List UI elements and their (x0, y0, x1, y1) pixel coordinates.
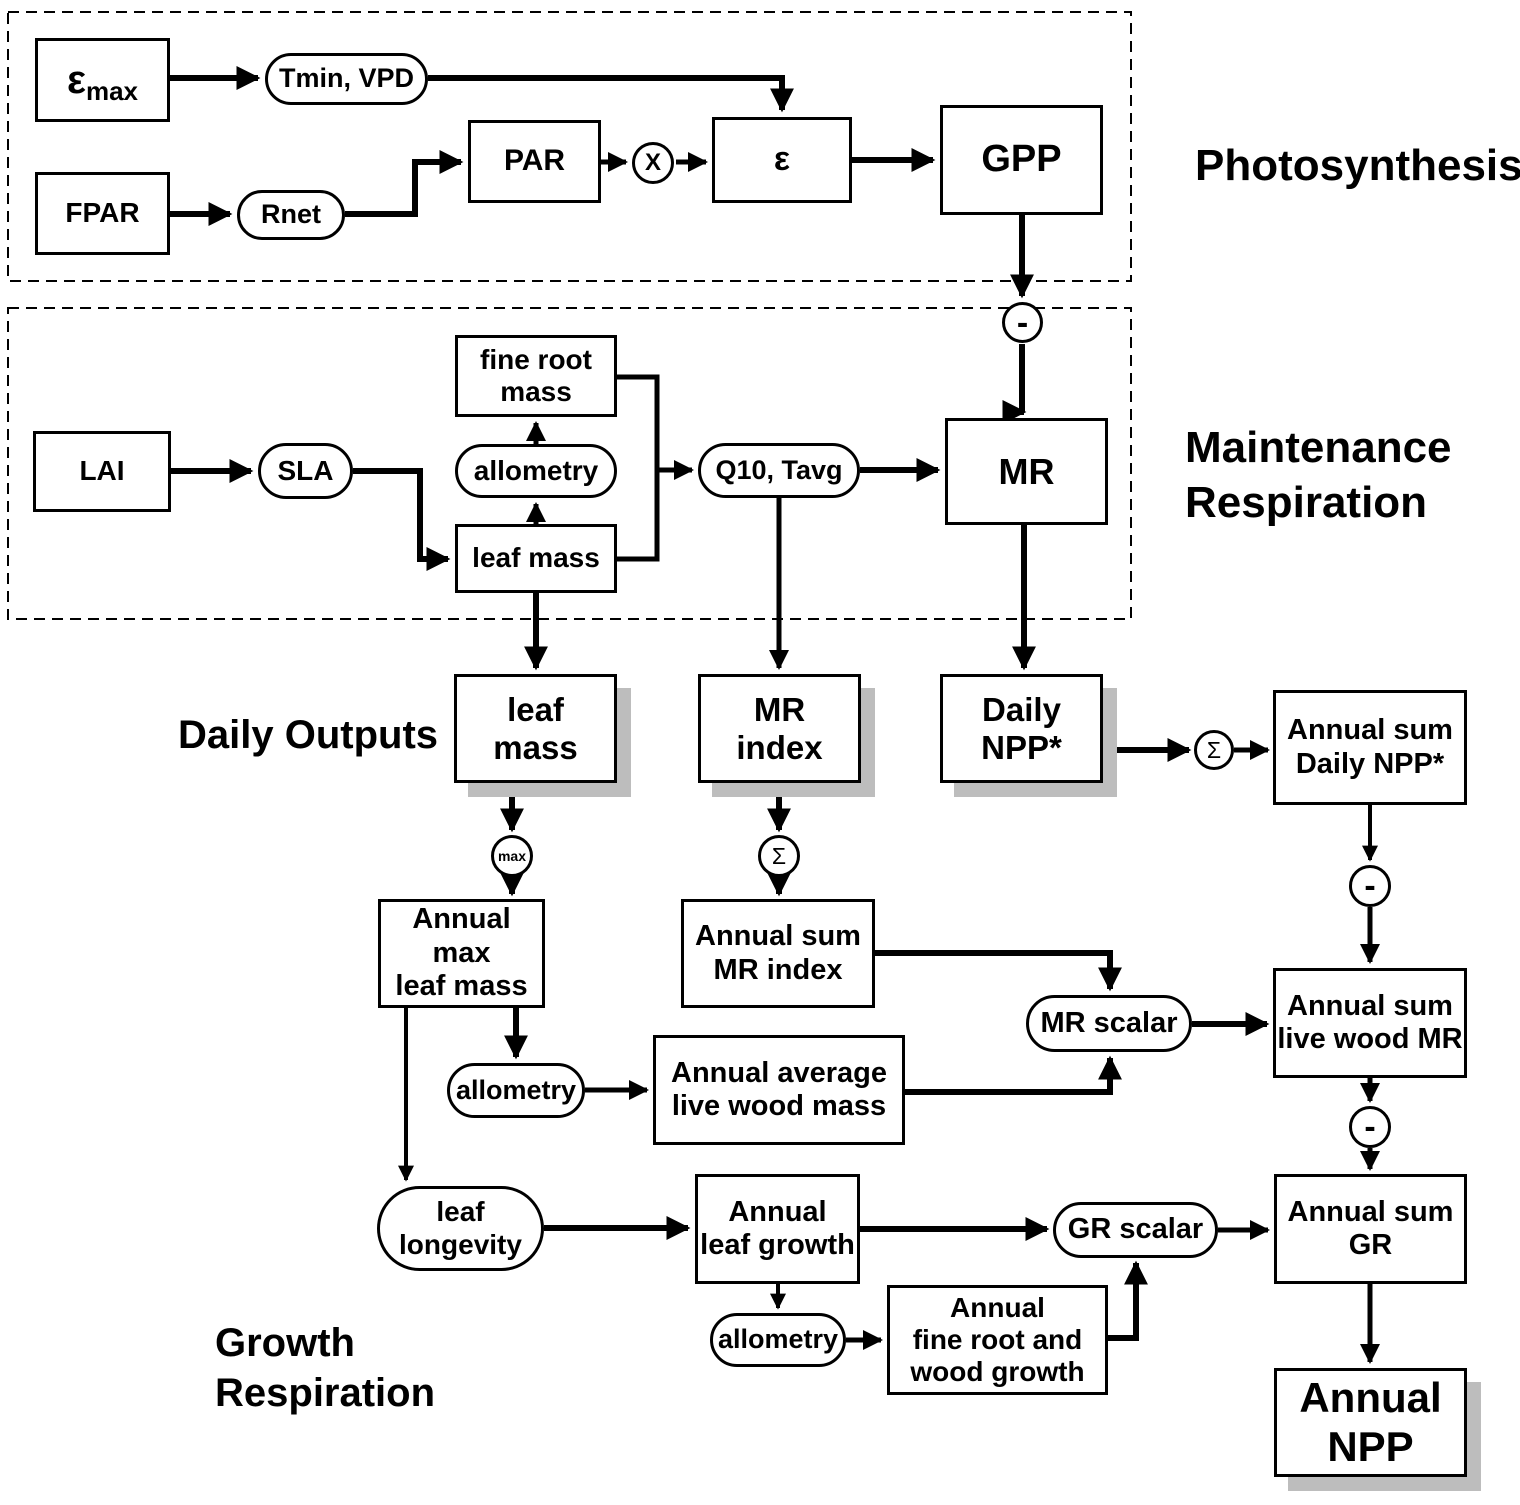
flow-line (617, 374, 660, 470)
node-allometry-2: allometry (447, 1063, 585, 1118)
node-par: PAR (468, 120, 601, 203)
minus-operator-gpp-mr: - (1002, 302, 1043, 343)
flow-arrow (1002, 344, 1027, 424)
node-annual-npp: Annual NPP (1274, 1368, 1467, 1477)
sigma-operator-daily-npp: Σ (1194, 730, 1234, 770)
max-operator: max (491, 835, 533, 877)
epsilon-max-subscript: max (85, 76, 139, 107)
node-rnet: Rnet (237, 190, 345, 240)
flow-arrow (353, 468, 451, 571)
node-fpar: FPAR (35, 172, 170, 255)
flow-line (617, 470, 660, 562)
node-epsilon: ε (712, 117, 852, 203)
node-leaf-longevity: leaf longevity (377, 1186, 544, 1271)
node-allometry-3: allometry (710, 1313, 846, 1367)
node-q10-tavg: Q10, Tavg (698, 443, 860, 498)
node-mr-index: MR index (698, 674, 861, 783)
node-fine-root-mass: fine root mass (455, 335, 617, 417)
node-tmin-vpd: Tmin, VPD (265, 53, 428, 105)
section-label-photosynthesis: Photosynthesis (1195, 141, 1520, 190)
flow-arrow (875, 950, 1122, 992)
node-mr: MR (945, 418, 1108, 525)
node-gr-scalar: GR scalar (1053, 1202, 1218, 1258)
minus-operator-annual-npp-mr: - (1349, 865, 1391, 907)
node-annual-average-live-wood-mass: Annual average live wood mass (653, 1035, 905, 1145)
section-label-daily-outputs: Daily Outputs (178, 713, 439, 757)
node-leaf-mass-daily-output: leaf mass (454, 674, 617, 783)
node-daily-npp: Daily NPP* (940, 674, 1103, 783)
node-annual-sum-gr: Annual sum GR (1274, 1174, 1467, 1284)
node-annual-leaf-growth: Annual leaf growth (695, 1174, 860, 1284)
sigma-operator-mr-index: Σ (758, 835, 800, 877)
node-allometry-1: allometry (455, 444, 617, 498)
multiply-operator: X (632, 142, 674, 184)
minus-operator-live-wood-mr: - (1349, 1106, 1391, 1148)
node-lai: LAI (33, 431, 171, 512)
node-sla: SLA (258, 443, 353, 499)
maintenance-dashed-frame (7, 307, 1132, 620)
node-annual-sum-mr-index: Annual sum MR index (681, 899, 875, 1008)
flow-arrow (1108, 1260, 1148, 1341)
flow-arrow (905, 1055, 1122, 1095)
flow-arrow (428, 75, 794, 113)
node-mr-scalar: MR scalar (1026, 995, 1192, 1052)
section-label-growth-respiration: Growth Respiration (215, 1321, 436, 1415)
node-gpp: GPP (940, 105, 1103, 215)
node-annual-sum-daily-npp: Annual sum Daily NPP* (1273, 690, 1467, 805)
node-annual-fine-root-and-wood-growth: Annual fine root and wood growth (887, 1285, 1108, 1395)
node-leaf-mass: leaf mass (455, 524, 617, 593)
node-annual-max-leaf-mass: Annual max leaf mass (378, 899, 545, 1008)
photosynthesis-dashed-frame (7, 11, 1132, 282)
section-label-maintenance-respiration: Maintenance Respiration (1185, 423, 1452, 527)
node-annual-sum-live-wood-mr: Annual sum live wood MR (1273, 968, 1467, 1078)
epsilon-max-symbol: ε (66, 58, 86, 102)
flow-arrow (345, 150, 464, 217)
